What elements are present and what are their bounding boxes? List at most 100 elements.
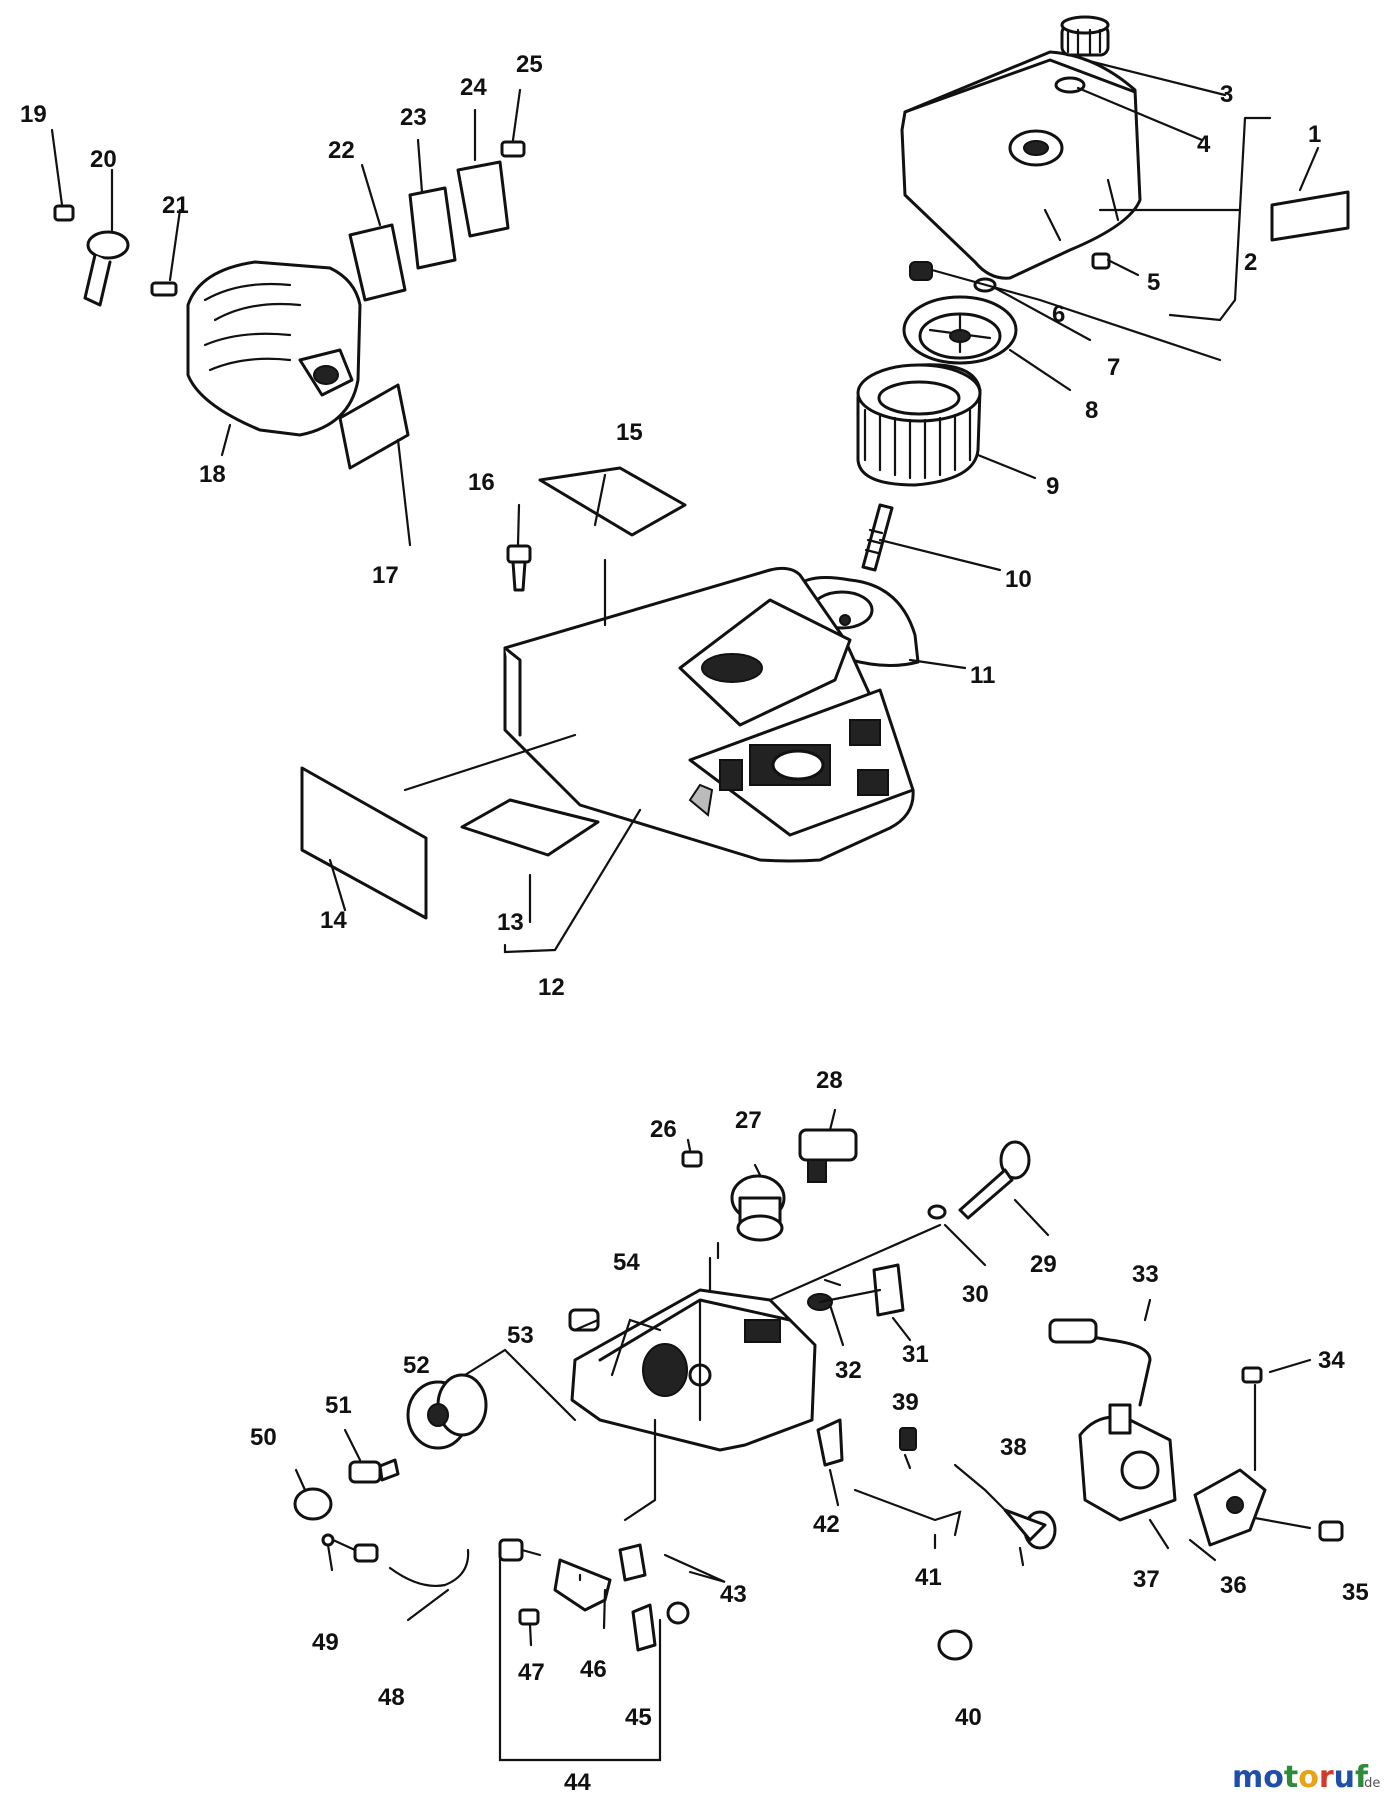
cap-40 [937, 1629, 973, 1661]
callout-21: 21 [162, 192, 189, 219]
wm-letter: o [1298, 1760, 1319, 1795]
label-plate-top [538, 466, 687, 537]
callout-53: 53 [507, 1322, 534, 1349]
wire-48 [388, 1548, 470, 1587]
callout-11: 11 [970, 662, 995, 689]
callout-9: 9 [1046, 473, 1059, 500]
side-plate [300, 766, 428, 920]
housing [503, 566, 915, 863]
wm-letter: f [1355, 1760, 1369, 1795]
callout-3: 3 [1220, 81, 1233, 108]
callout-15: 15 [616, 419, 643, 446]
callout-12: 12 [538, 974, 565, 1001]
callout-32: 32 [835, 1357, 862, 1384]
filter-element [872, 1263, 905, 1317]
leader-lines [50, 58, 1320, 1762]
grommet [909, 261, 933, 281]
bracket-42 [816, 1418, 844, 1467]
callout-16: 16 [468, 469, 495, 496]
fuel-pump-fitting [798, 1128, 858, 1183]
callout-33: 33 [1132, 1261, 1159, 1288]
screw [1091, 252, 1111, 270]
callout-2: 2 [1244, 249, 1257, 276]
callout-37: 37 [1133, 1566, 1160, 1593]
callout-26: 26 [650, 1116, 677, 1143]
callout-5: 5 [1147, 269, 1160, 296]
intake-boot [730, 1174, 786, 1242]
callout-8: 8 [1085, 397, 1098, 424]
screw-35 [1318, 1520, 1344, 1542]
screw-26 [681, 1150, 703, 1168]
filter-top [902, 295, 1018, 365]
screw-25 [500, 140, 526, 158]
callout-17: 17 [372, 562, 399, 589]
callout-41: 41 [915, 1564, 942, 1591]
callout-54: 54 [613, 1249, 640, 1276]
callout-40: 40 [955, 1704, 982, 1731]
air-filter [856, 363, 982, 487]
bracket [83, 230, 130, 307]
callout-38: 38 [1000, 1434, 1027, 1461]
intake-flange [406, 1373, 488, 1450]
cap-50 [293, 1487, 333, 1521]
filter-stud [861, 503, 894, 572]
callout-39: 39 [892, 1389, 919, 1416]
callout-42: 42 [813, 1511, 840, 1538]
muffler [186, 260, 362, 437]
plate-46 [553, 1558, 612, 1612]
wm-letter: o [1263, 1760, 1284, 1795]
bracket-43 [618, 1543, 647, 1582]
callout-14: 14 [320, 907, 347, 934]
callout-51: 51 [325, 1392, 352, 1419]
filler-cap [1060, 15, 1110, 57]
watermark-suffix: .de [1360, 1776, 1380, 1791]
callout-13: 13 [497, 909, 524, 936]
spark-screen [348, 223, 407, 302]
wm-letter: u [1334, 1760, 1355, 1795]
callout-4: 4 [1197, 131, 1211, 158]
svg-text:motoruf: motoruf [1232, 1760, 1369, 1795]
callout-25: 25 [516, 51, 543, 78]
callout-10: 10 [1005, 566, 1032, 593]
callout-22: 22 [328, 137, 355, 164]
screw-47 [518, 1608, 540, 1626]
carburetor-housing [570, 1288, 817, 1452]
callout-45: 45 [625, 1704, 652, 1731]
callout-52: 52 [403, 1352, 430, 1379]
gasket-plate [460, 798, 600, 857]
watermark-logo: motoruf .de [1232, 1760, 1380, 1795]
screw-long [506, 544, 532, 592]
callout-1: 1 [1308, 121, 1321, 148]
screw-21 [150, 281, 178, 297]
wm-letter: r [1319, 1760, 1334, 1795]
o-ring [1054, 76, 1086, 94]
cover-gasket [408, 186, 457, 270]
callout-48: 48 [378, 1684, 405, 1711]
callout-34: 34 [1318, 1347, 1345, 1374]
bolt [958, 1140, 1031, 1220]
callout-7: 7 [1107, 354, 1120, 381]
cover-plate [456, 160, 510, 238]
rod-41 [853, 1488, 962, 1537]
carburetor [1078, 1403, 1177, 1522]
callout-49: 49 [312, 1629, 339, 1656]
callout-43: 43 [720, 1581, 747, 1608]
callout-24: 24 [460, 74, 487, 101]
callout-29: 29 [1030, 1251, 1057, 1278]
screw-19 [53, 204, 75, 222]
callout-50: 50 [250, 1424, 277, 1451]
nut-45 [666, 1601, 690, 1625]
wire-49 [321, 1533, 379, 1563]
clip-39 [899, 1427, 917, 1451]
wm-letter: t [1284, 1760, 1298, 1795]
switch-44 [498, 1538, 542, 1562]
callout-18: 18 [199, 461, 226, 488]
callout-30: 30 [962, 1281, 989, 1308]
callout-28: 28 [816, 1067, 843, 1094]
callout-6: 6 [1052, 301, 1065, 328]
callout-23: 23 [400, 104, 427, 131]
bushing-51 [348, 1458, 400, 1484]
callout-36: 36 [1220, 1572, 1247, 1599]
choke-knob [953, 1463, 1057, 1550]
callout-27: 27 [735, 1107, 762, 1134]
